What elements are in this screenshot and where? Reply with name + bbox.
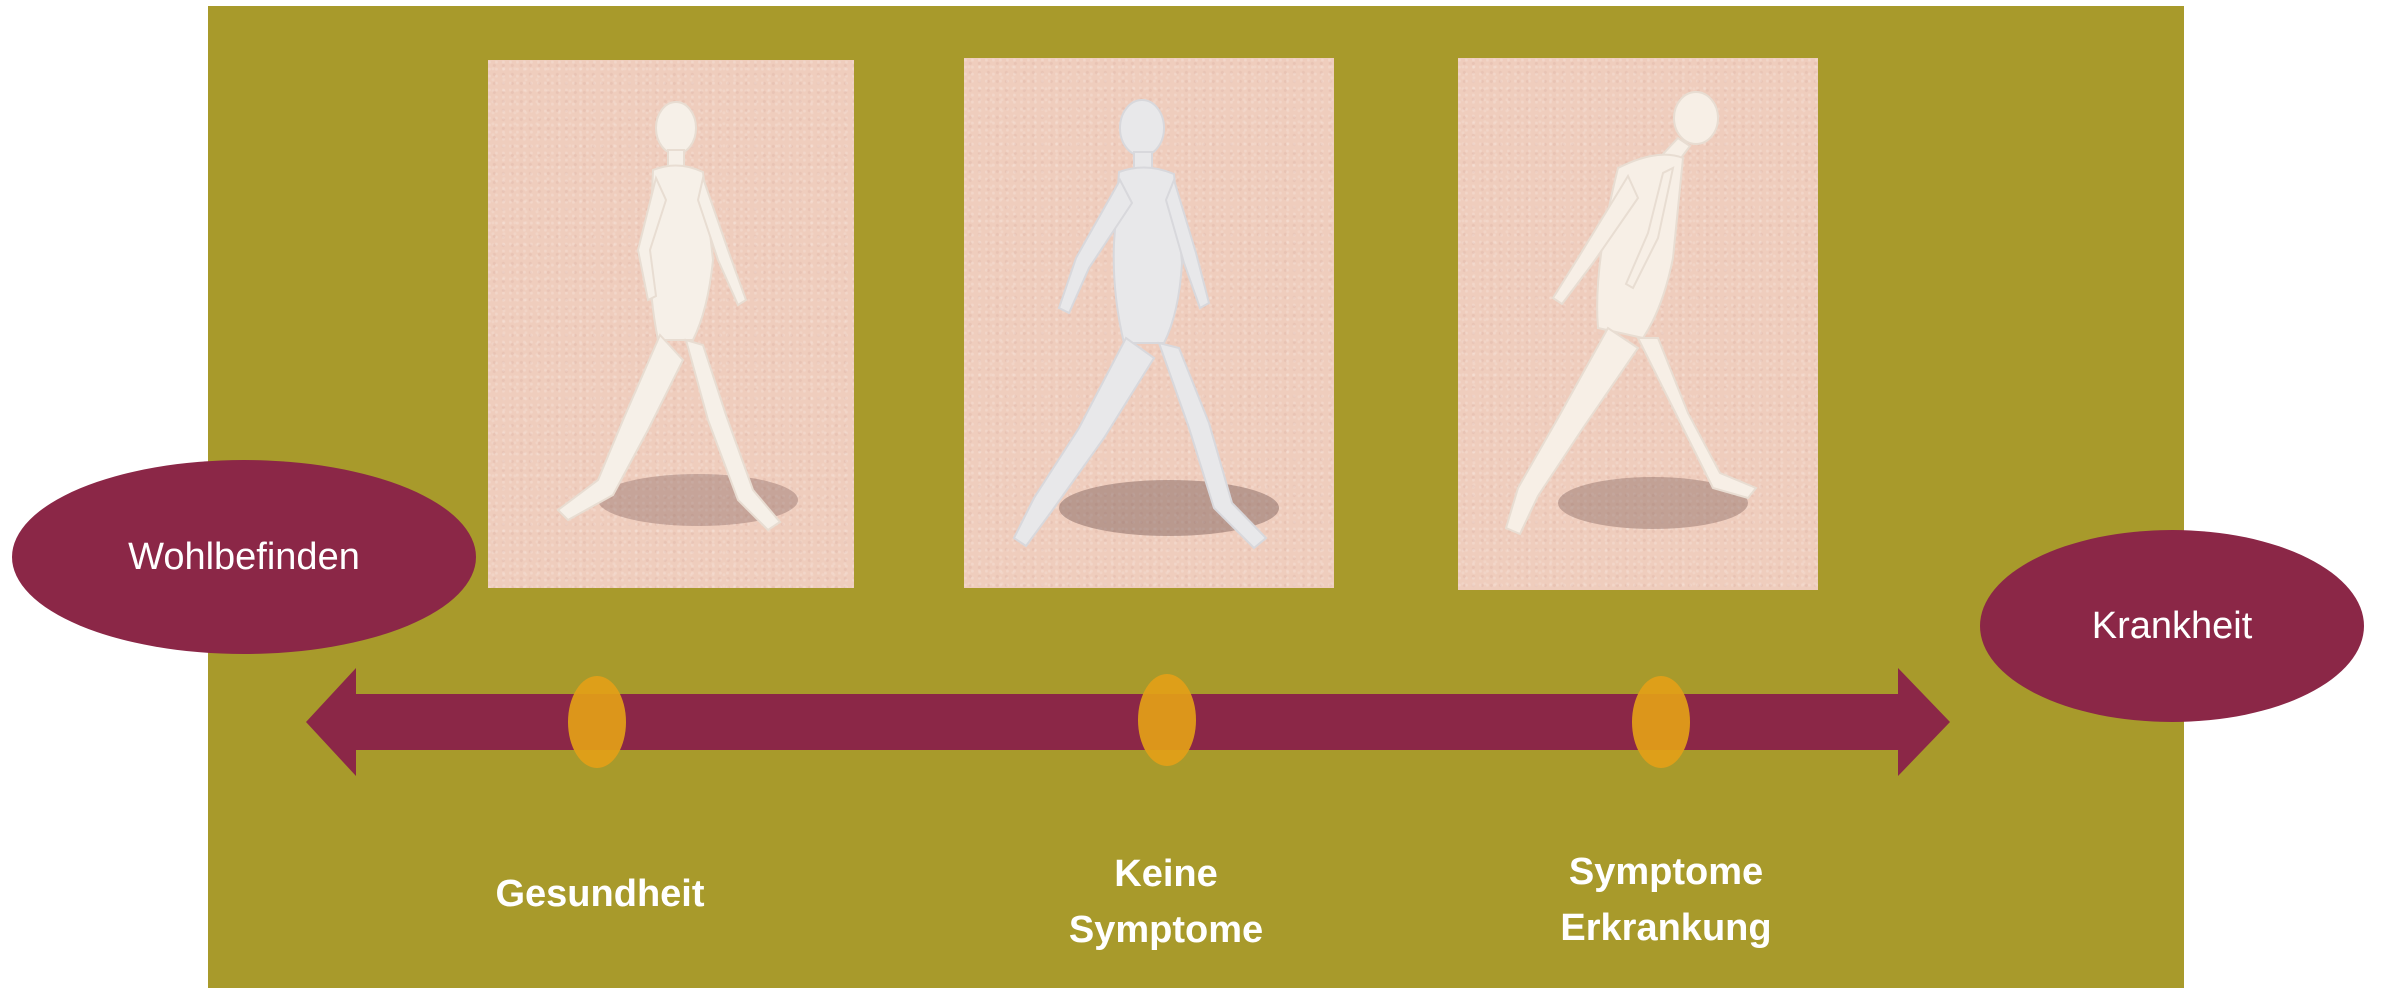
stage-label-line: Gesundheit [440,866,760,922]
stage-label-no-symptoms: Keine Symptome [1006,846,1326,958]
stage-label-symptoms-illness: Symptome Erkrankung [1506,844,1826,956]
stage-marker-2 [1138,674,1196,766]
wellbeing-pole: Wohlbefinden [12,460,476,654]
stage-label-line: Symptome [1506,844,1826,900]
illness-label: Krankheit [2092,605,2253,648]
stage-marker-3 [1632,676,1690,768]
stage-label-health: Gesundheit [440,866,760,922]
stage-label-line: Keine [1006,846,1326,902]
stage-label-line: Erkrankung [1506,900,1826,956]
illness-pole: Krankheit [1980,530,2364,722]
stage-label-line: Symptome [1006,902,1326,958]
stage-marker-1 [568,676,626,768]
wellbeing-label: Wohlbefinden [128,536,360,579]
